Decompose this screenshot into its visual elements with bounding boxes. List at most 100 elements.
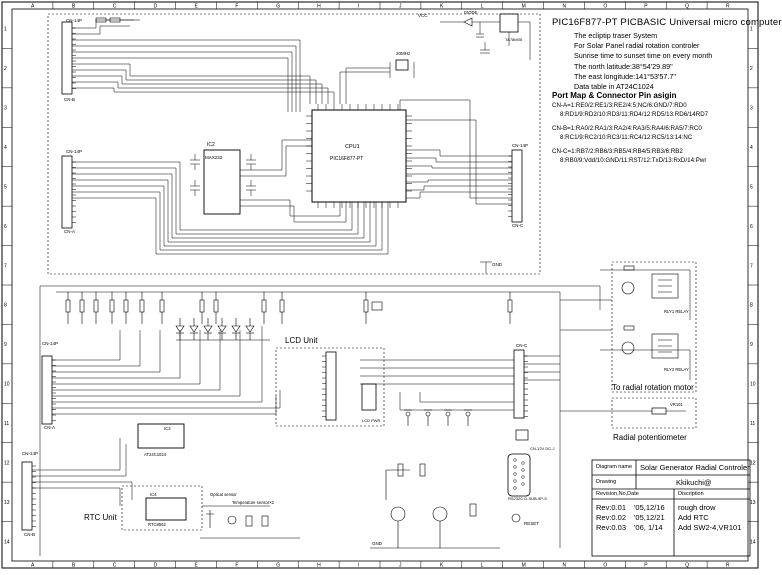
border-col-label: P: [644, 563, 648, 569]
vr101-resistor: [651, 407, 667, 415]
border-row-label: 14: [750, 539, 756, 545]
resistor: [507, 299, 513, 313]
port-map-line-4: 8:RC1/9:RC2/10:RC3/11:RC4/12:RC5/13:14:N…: [560, 134, 693, 141]
border-col-label: R: [726, 4, 730, 10]
switch-contact: [405, 411, 411, 417]
port-map-line-1: CN-A=1:RE0/2:RE1/3:RE2/4:5;NC/6:GND/7:RD…: [552, 102, 687, 109]
diode-symbol: [463, 17, 473, 27]
relay2-label: RLY2 RELAY: [664, 367, 689, 372]
rev-3-number: Rev:0.03: [596, 523, 627, 532]
border-row-label: 7: [750, 263, 753, 269]
border-row-label: 7: [4, 263, 7, 269]
cn-a-label-lower: CN-A: [44, 425, 55, 430]
rev-1-description: rough drow: [678, 503, 716, 512]
border-col-label: E: [195, 563, 199, 569]
border-row-label: 13: [750, 500, 756, 506]
border-col-label: O: [603, 4, 607, 10]
cn14p-label-lower-b: CN-14P: [22, 451, 39, 456]
border-col-label: E: [195, 4, 199, 10]
drawing-label: Drawing: [596, 479, 617, 485]
regulator-label: TA78M05: [505, 37, 523, 42]
diode-label: DIODE: [464, 10, 477, 15]
temp-sensor-label: Temperature sensor×2: [232, 500, 275, 505]
border-col-label: L: [481, 4, 484, 10]
lcd-unit-label: LCD Unit: [285, 336, 318, 345]
led: [245, 325, 255, 333]
dc-jack: [515, 429, 529, 441]
lcd-connector: [325, 351, 337, 421]
gnd-label-cpu: GND: [492, 262, 503, 267]
border-row-label: 6: [4, 224, 7, 230]
port-map-line-6: 8:RB0/9:Vdd/10:GND/11:RST/12:TxD/13:RxD/…: [560, 157, 707, 164]
cn-c-right-connector: [511, 149, 523, 223]
power-wires: [440, 21, 531, 60]
relay-1: [621, 265, 679, 299]
max232-chip: [203, 149, 241, 215]
border-col-label: B: [72, 563, 76, 569]
max232-wiring: [72, 99, 512, 255]
border-col-label: A: [31, 4, 35, 10]
dsub-pin: [521, 468, 525, 472]
rev-3-date: '06, 1/14: [634, 523, 663, 532]
border-row-label: 2: [750, 66, 753, 72]
inter-block-wiring: [39, 261, 691, 556]
cpu-chip-body: [311, 109, 407, 203]
rev-2-date: '05,12/21: [634, 513, 665, 522]
top-left-resistors: [95, 17, 134, 23]
border-col-label: M: [522, 563, 526, 569]
led-row: [175, 318, 270, 341]
dsub-pin: [521, 475, 525, 479]
border-row-label: 13: [4, 500, 10, 506]
border-col-label: L: [481, 563, 484, 569]
port-map-line-5: CN-C=1:RB7/2:RB6/3:RB5/4:RB4/5:RB3/6:RB2: [552, 148, 683, 155]
vcc-label: VCC: [418, 13, 428, 18]
border-col-label: J: [399, 4, 402, 10]
dsub-pin: [513, 472, 517, 476]
description-header: Discription: [678, 491, 704, 497]
border-col-label: H: [317, 563, 321, 569]
ic2-label: IC2: [207, 142, 215, 148]
port-map-line-2: 8:RD1/9:RD2/10:RD3/11:RD4/12:RD5/13:RD6/…: [560, 111, 709, 118]
port-map-heading: Port Map & Connector Pin asigin: [552, 91, 677, 100]
switch-contact: [445, 411, 451, 417]
resistor: [363, 299, 369, 313]
rtc-unit-outline: [121, 485, 203, 531]
cpu-block-outline: [47, 13, 541, 275]
border-row-label: 3: [4, 106, 7, 112]
rtc-chip-label: RTC8562: [148, 522, 167, 527]
description-line-1: The ecliptip traser System: [574, 31, 658, 40]
border-col-label: I: [358, 563, 359, 569]
rev-2-description: Add RTC: [678, 513, 709, 522]
diagram-name: Solar Generator Radial Controler: [640, 463, 750, 472]
border-row-label: 1: [4, 27, 7, 33]
border-col-label: C: [113, 563, 117, 569]
relay-block-outline: [611, 261, 697, 393]
border-col-label: B: [72, 4, 76, 10]
border-col-label: K: [440, 563, 444, 569]
border-row-label: 12: [4, 460, 10, 466]
eeprom-chip: [137, 423, 185, 449]
resistor: [79, 299, 85, 313]
rtc-chip: [145, 497, 187, 521]
border-row-label: 4: [750, 145, 753, 151]
resistor: [279, 299, 285, 313]
rev-2-number: Rev:0.02: [596, 513, 627, 522]
border-col-label: I: [358, 4, 359, 10]
sensor-symbols: [200, 505, 300, 539]
switch-contact: [425, 411, 431, 417]
cpu-ref-label: CPU1: [345, 144, 360, 150]
border-col-label: D: [154, 4, 158, 10]
border-row-label: 11: [4, 421, 9, 427]
border-row-label: 9: [750, 342, 753, 348]
border-col-label: P: [644, 4, 648, 10]
lcd-pwr-label: LCD PWR: [362, 418, 381, 423]
ic3-label: IC3: [164, 426, 171, 431]
transistor-drivers: [370, 463, 500, 549]
rev-3-description: Add SW2-4,VR101: [678, 523, 742, 532]
potentiometer-label: Radial potentiometer: [613, 433, 687, 442]
border-col-label: F: [235, 4, 238, 10]
border-col-label: O: [603, 563, 607, 569]
description-line-6: Data table in AT24C1024: [574, 82, 654, 91]
